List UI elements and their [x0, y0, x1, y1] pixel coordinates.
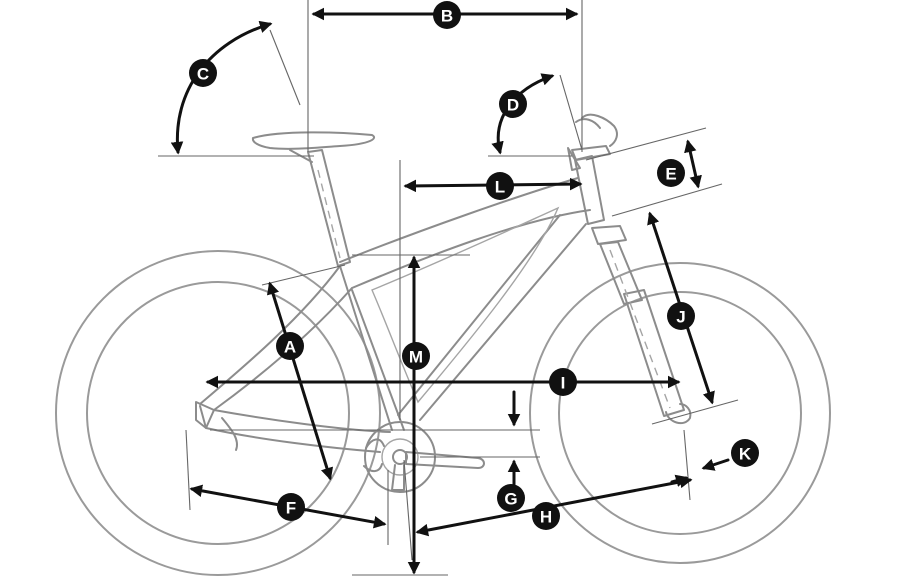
bike-outline: [55, 113, 831, 576]
label-M: M: [409, 348, 423, 367]
badge-J: J: [667, 302, 695, 330]
bottom-bracket: [392, 449, 408, 465]
rear-tire-inner: [86, 281, 350, 545]
label-J: J: [676, 308, 685, 327]
label-D: D: [507, 96, 519, 115]
guide-stack-bottom: [611, 183, 723, 217]
badge-G: G: [497, 484, 525, 512]
headset-top: [567, 147, 581, 171]
badge-B: B: [433, 1, 461, 29]
badge-I: I: [549, 368, 577, 396]
arrow-E: [684, 139, 702, 189]
label-E: E: [665, 165, 676, 184]
badge-E: E: [657, 159, 685, 187]
seat-post-center: [317, 169, 341, 259]
arrow-A: [266, 281, 334, 481]
crank-arm: [405, 451, 485, 469]
guide-fork-bottom: [651, 399, 739, 425]
guide-front-axle-down: [683, 429, 691, 501]
fork-stanchion: [599, 241, 643, 305]
fork-crown: [591, 225, 627, 245]
arrow-K-back: [670, 474, 689, 487]
badge-C: C: [189, 59, 217, 87]
chain-stay-upper: [213, 409, 391, 433]
seat-post: [307, 149, 351, 267]
guide-rear-axle-down: [185, 429, 191, 511]
handlebar-grip: [581, 113, 618, 147]
badge-M: M: [402, 342, 430, 370]
badge-K: K: [731, 439, 759, 467]
fork-dropout: [665, 403, 692, 425]
label-C: C: [197, 65, 209, 84]
seat-tube-rear: [339, 265, 393, 431]
badge-A: A: [276, 332, 304, 360]
front-triangle-inner: [371, 206, 560, 404]
badge-D: D: [499, 90, 527, 118]
arrow-C: [170, 20, 273, 155]
guide-bb-center-down: [403, 459, 413, 561]
rear-derailleur: [221, 417, 238, 451]
guide-stack-top: [585, 127, 707, 161]
badge-F: F: [277, 493, 305, 521]
crank-arm-rear: [391, 464, 405, 491]
down-tube-rear: [397, 214, 561, 416]
badge-H: H: [532, 502, 560, 530]
guide-head-angle: [559, 74, 583, 151]
label-L: L: [495, 178, 505, 197]
label-H: H: [540, 508, 552, 527]
top-tube-lower: [351, 209, 591, 289]
label-I: I: [561, 374, 566, 393]
rear-tire-outer: [55, 250, 381, 576]
arrow-K: [701, 458, 730, 471]
chainring-spider-2: [363, 463, 383, 472]
label-F: F: [286, 499, 296, 518]
chainring-spider-1: [365, 438, 385, 449]
rear-dropout: [195, 401, 215, 429]
label-G: G: [504, 490, 517, 509]
label-K: K: [739, 445, 752, 464]
stem: [571, 145, 611, 161]
guide-seat-angle: [269, 29, 301, 106]
guide-lines: [158, 0, 739, 576]
label-B: B: [441, 7, 453, 26]
seat-tube-front: [351, 289, 405, 431]
label-A: A: [284, 338, 296, 357]
fork-center: [609, 249, 671, 409]
handlebar-end: [575, 118, 601, 129]
badge-L: L: [486, 172, 514, 200]
saddle: [251, 131, 376, 150]
